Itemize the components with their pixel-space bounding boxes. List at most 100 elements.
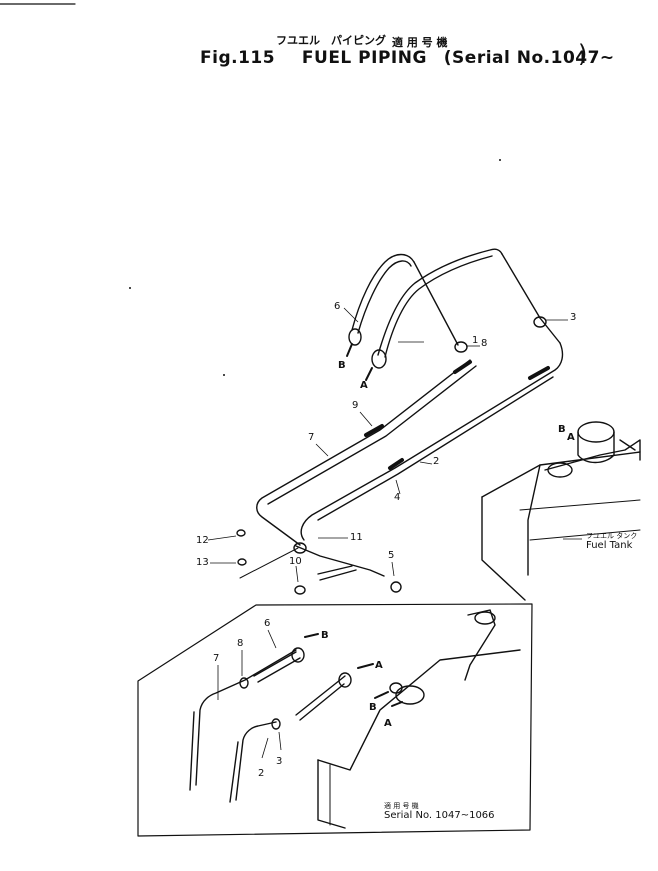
callout-12: 12: [196, 535, 209, 546]
inset-serial-en: Serial No. 1047~1066: [384, 810, 495, 821]
inset-ref-b-top: B: [321, 630, 329, 641]
inset-hose-end-6: [291, 647, 305, 663]
leader-4: [395, 479, 401, 495]
inset-frame: [137, 603, 533, 837]
tank-mid-edge: [527, 464, 541, 576]
pipe-6-run: [413, 261, 459, 346]
inset-clamp-3: [271, 718, 281, 730]
pipe-2-edge: [317, 376, 554, 521]
leader-9: [359, 411, 373, 427]
fitting-pipe: [295, 545, 385, 577]
inset-tank-fitting-small: [389, 682, 403, 694]
inset-tank-fitting: [395, 685, 425, 705]
sleeve-7-top: [453, 360, 472, 374]
inset-hose: [295, 675, 346, 716]
clamp-8: [454, 341, 468, 353]
inset-hose-6: [253, 651, 301, 683]
inset-pipe-2: [235, 721, 277, 801]
tank-bracket: [619, 439, 636, 451]
clamp-3: [533, 316, 547, 328]
inset-tank-top: [317, 649, 521, 771]
inset-filler-cap: [474, 611, 496, 625]
leader-12: [239, 547, 299, 579]
tank-fitting: [547, 462, 573, 478]
ref-a-upper: A: [360, 380, 368, 391]
tank-cap: [577, 421, 615, 443]
leader-6: [343, 307, 359, 323]
tank-front-edge: [481, 496, 526, 601]
bolt-10: [294, 585, 306, 595]
leader-12: [207, 535, 237, 541]
inset-ref-b-bottom: B: [369, 702, 377, 713]
figure-title: Fig.115 FUEL PIPING (Serial No.1047~: [200, 48, 615, 68]
bolt-12: [236, 529, 246, 537]
serial-note: (Serial No.1047~: [443, 48, 615, 68]
fuel-tank-label-jp: フユエル タンク: [586, 532, 638, 540]
tank-top-edge: [481, 451, 641, 498]
pipe-6: [351, 253, 415, 331]
inset-pipe-2-edge: [229, 741, 239, 803]
ref-b-tank: B: [558, 424, 566, 435]
callout-13: 13: [196, 557, 209, 568]
callout-4: 4: [394, 492, 401, 503]
figure-number: Fig.115: [200, 48, 276, 68]
tank-hatch: [519, 499, 641, 541]
callout-8: 8: [481, 338, 488, 349]
pipe-1-run: [501, 253, 541, 319]
inset-callout-7: 7: [213, 653, 220, 664]
inset-ref-arrows: [304, 633, 403, 707]
pipe-7: [256, 359, 471, 546]
pipe-1-edge: [384, 255, 493, 358]
callout-2: 2: [433, 456, 440, 467]
sleeve-2-top: [528, 366, 550, 380]
washer-13: [237, 558, 247, 566]
leader-10: [295, 565, 299, 583]
stray-dot: [223, 374, 225, 376]
callout-5: 5: [388, 550, 395, 561]
sleeve-9: [364, 424, 384, 437]
inset-callout-6: 6: [264, 618, 271, 629]
ref-b-upper: B: [338, 360, 346, 371]
pipe-2: [300, 342, 564, 541]
serial-note-japanese: 適 用 号 機: [392, 36, 448, 49]
leader-5: [391, 561, 395, 577]
ref-arrows-upper: [346, 343, 373, 381]
stray-dot: [129, 287, 131, 289]
callout-10: 10: [289, 556, 302, 567]
callout-11: 11: [350, 532, 363, 543]
inset-leader-2: [261, 737, 269, 759]
fuel-tank-label-en: Fuel Tank: [586, 540, 633, 551]
title-japanese: フユエル パイピング: [276, 34, 386, 47]
inset-ref-a-bottom: A: [384, 718, 392, 729]
inset-hose-end: [338, 672, 352, 688]
inset-callout-2: 2: [258, 768, 265, 779]
banjo-5: [390, 581, 402, 593]
leader-7: [315, 443, 329, 457]
inset-leader-3: [278, 731, 282, 751]
callout-7: 7: [308, 432, 315, 443]
callout-3: 3: [570, 312, 577, 323]
sleeve-4: [388, 458, 404, 470]
callout-9: 9: [352, 400, 359, 411]
inset-filler: [464, 609, 496, 681]
inset-callout-3: 3: [276, 756, 283, 767]
banjo-10: [293, 542, 307, 554]
inset-pipe-7: [195, 649, 297, 786]
tank-rail: [544, 439, 641, 471]
serial-close-paren: ): [578, 40, 588, 68]
inset-serial-jp: 適 用 号 機: [384, 802, 419, 810]
callout-6: 6: [334, 301, 341, 312]
callout-1: 1: [472, 335, 479, 346]
inset-pipe-7-edge: [189, 711, 195, 791]
inset-hose-edge: [299, 683, 345, 721]
ref-a-tank: A: [567, 432, 575, 443]
figure-title-en: FUEL PIPING: [301, 48, 427, 68]
hose-end-6: [348, 328, 362, 346]
pipe-7-edge: [267, 365, 477, 505]
stray-dot: [499, 159, 501, 161]
inset-callout-8: 8: [237, 638, 244, 649]
inset-ref-a-top: A: [375, 660, 383, 671]
inset-leader-6: [267, 629, 277, 649]
